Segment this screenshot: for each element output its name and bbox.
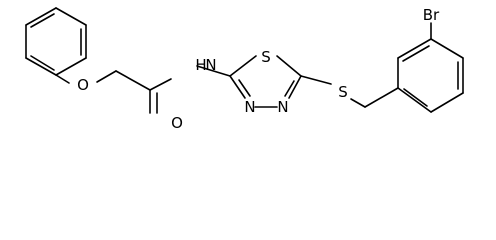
- amide-nitrogen-label: N: [205, 56, 216, 74]
- carbonyl-oxygen-label: O: [171, 114, 183, 132]
- ether-oxygen-label: O: [77, 76, 89, 94]
- bonds: [25, 7, 464, 114]
- amide-hydrogen-label: H: [195, 56, 206, 74]
- ring-sulfur-label: S: [261, 48, 271, 66]
- molecule-drawing: O O H N S N N S Br: [25, 6, 464, 132]
- ring-nitrogen-2-label: N: [277, 98, 288, 116]
- atom-labels: O O H N S N N S Br: [77, 6, 440, 132]
- structure-diagram: O O H N S N N S Br: [25, 6, 464, 132]
- thioether-sulfur-label: S: [338, 83, 348, 101]
- ring-nitrogen-1-label: N: [244, 98, 255, 116]
- bromine-label: Br: [423, 6, 440, 24]
